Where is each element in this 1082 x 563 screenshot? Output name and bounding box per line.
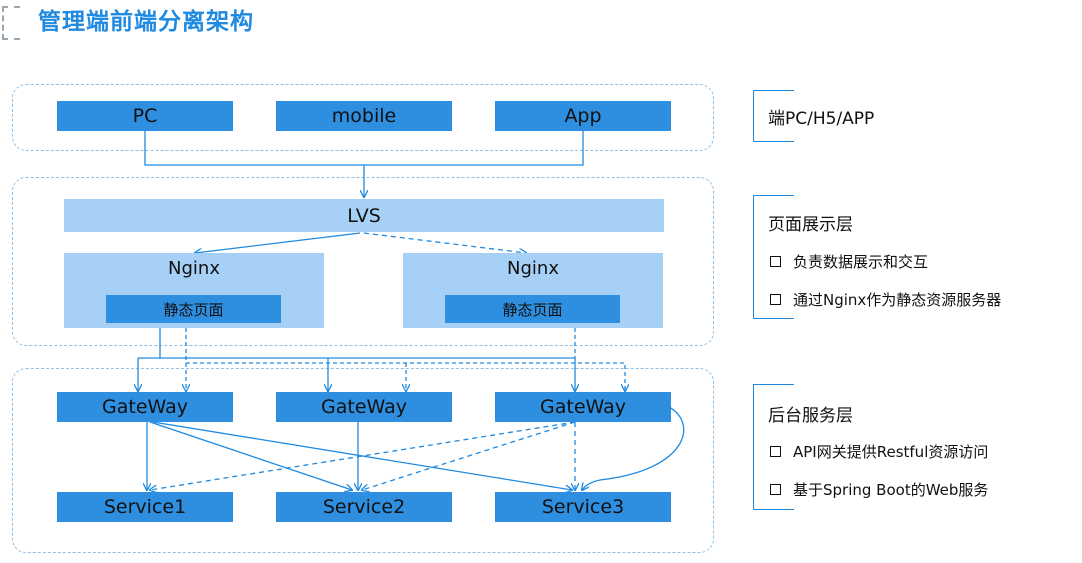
presentation-layer-bracket [753, 195, 794, 319]
gw3-loop-to-service3 [582, 404, 685, 490]
line-nginx-left-solid [159, 328, 575, 359]
presentation-bullet-1: 负责数据展示和交互 [770, 251, 928, 272]
line-clients-to-lvs [144, 131, 584, 166]
nginx-right: Nginx 静态页面 [403, 253, 663, 328]
corner-bracket-decoration [2, 6, 20, 40]
gateway-box-1: GateWay [57, 392, 233, 422]
gw1-to-service3 [152, 421, 572, 490]
line-nginx-dashed [185, 328, 625, 391]
lvs-box: LVS [64, 199, 664, 232]
gateway-box-3: GateWay [495, 392, 671, 422]
service-box-3: Service3 [495, 492, 671, 522]
backend-layer-title: 后台服务层 [768, 406, 853, 426]
arrow-lvs-to-nginx-right [363, 232, 526, 253]
page-title: 管理端前端分离架构 [38, 9, 254, 35]
nginx-left-label: Nginx [168, 258, 220, 279]
client-box-app: App [495, 101, 671, 131]
presentation-bullet-2: 通过Nginx作为静态资源服务器 [770, 289, 1001, 310]
checkbox-bullet-icon [770, 484, 781, 495]
checkbox-bullet-icon [770, 294, 781, 305]
service-box-2: Service2 [276, 492, 452, 522]
backend-layer-group [12, 368, 714, 553]
client-box-pc: PC [57, 101, 233, 131]
presentation-layer-group [12, 177, 714, 346]
nginx-right-static-pages: 静态页面 [445, 295, 620, 323]
presentation-layer-title: 页面展示层 [768, 215, 853, 235]
nginx-left: Nginx 静态页面 [64, 253, 324, 328]
nginx-left-static-pages: 静态页面 [106, 295, 281, 323]
client-box-mobile: mobile [276, 101, 452, 131]
gw1-to-service2 [149, 421, 352, 490]
nginx-right-label: Nginx [507, 258, 559, 279]
client-layer-label: 端PC/H5/APP [768, 109, 875, 129]
checkbox-bullet-icon [770, 256, 781, 267]
gw3-to-service2 [362, 421, 576, 490]
arrow-lvs-to-nginx-left [195, 232, 361, 253]
service-box-1: Service1 [57, 492, 233, 522]
backend-bullet-2: 基于Spring Boot的Web服务 [770, 479, 988, 500]
client-layer-group [12, 84, 714, 151]
backend-layer-bracket [753, 384, 794, 510]
gateway-box-2: GateWay [276, 392, 452, 422]
client-layer-bracket [753, 90, 794, 142]
checkbox-bullet-icon [770, 446, 781, 457]
backend-bullet-1: API网关提供Restful资源访问 [770, 441, 988, 462]
